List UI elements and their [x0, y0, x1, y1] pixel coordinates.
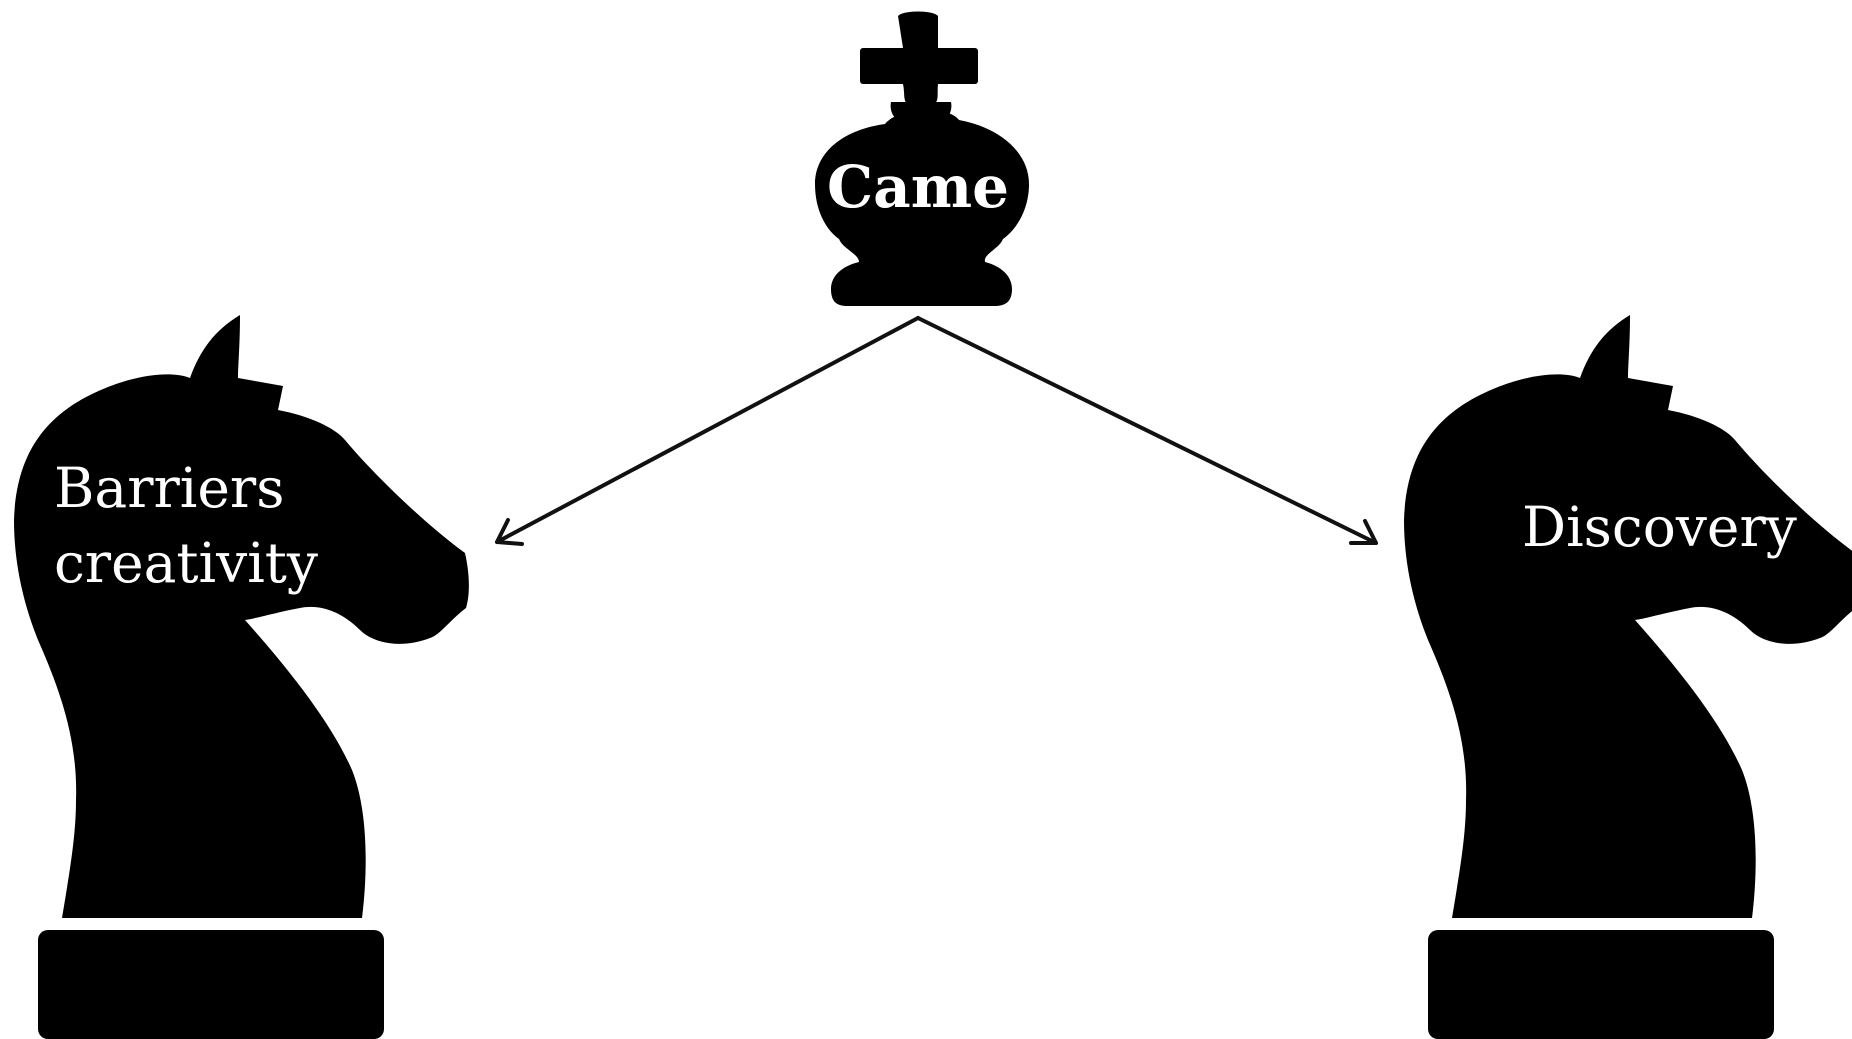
- right-knight-label: Discovery: [1522, 495, 1797, 559]
- arrow-line-right: [916, 316, 1378, 545]
- arrow-head-right: [1349, 519, 1378, 545]
- left-knight-piece: Barriers creativity: [14, 315, 469, 1039]
- chess-knight-icon: [14, 315, 469, 1039]
- arrow-to-right-knight: [916, 316, 1378, 545]
- arrow-to-left-knight: [495, 316, 920, 546]
- right-knight-piece: Discovery: [1404, 315, 1852, 1039]
- king-label: Came: [827, 153, 1009, 221]
- arrow-line-left: [495, 316, 920, 544]
- left-knight-label-line1: Barriers: [54, 456, 284, 520]
- left-knight-label-line2: creativity: [54, 531, 318, 595]
- chess-knight-icon: [1404, 315, 1852, 1039]
- arrow-head-left: [495, 518, 524, 546]
- king-piece: Came: [815, 11, 1029, 306]
